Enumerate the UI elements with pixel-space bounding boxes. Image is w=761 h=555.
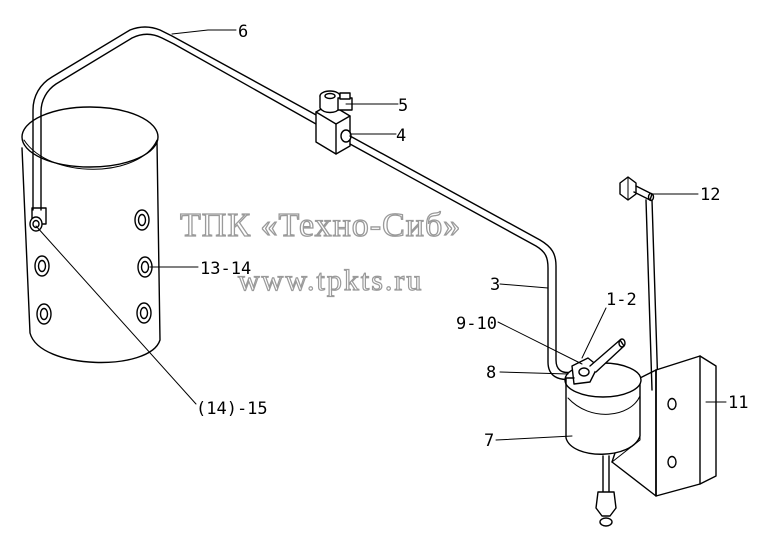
callout-8: 8 [486, 363, 496, 383]
valve-assembly [315, 90, 353, 155]
tank-boss [36, 303, 52, 325]
tank-boss [134, 209, 150, 231]
leader-lines [35, 29, 727, 441]
tank-inlet-fitting [29, 207, 47, 232]
bolt-12 [619, 176, 655, 202]
tank-boss [136, 302, 152, 324]
callout-7: 7 [484, 431, 494, 451]
callout-5: 5 [398, 96, 408, 116]
callout-9-10: 9-10 [456, 314, 497, 334]
callout-13-14: 13-14 [200, 259, 251, 279]
callout-11: 11 [728, 393, 748, 413]
callout-4: 4 [396, 126, 406, 146]
air-tank [21, 106, 161, 364]
watermark: ТПК «Техно-Сиб» www.tpkts.ru [179, 206, 461, 297]
tank-boss [34, 255, 50, 277]
dryer-7 [564, 362, 642, 527]
callout-labels: 6 5 4 12 13-14 3 1-2 9-10 8 11 7 (14)-15 [196, 22, 748, 451]
pipe-3 [349, 135, 573, 381]
callout-12: 12 [700, 185, 720, 205]
dryer-inlet-fittings [565, 338, 626, 385]
watermark-company: ТПК «Техно-Сиб» [180, 207, 461, 244]
callout-14-15: (14)-15 [196, 399, 268, 419]
callout-6: 6 [238, 22, 248, 42]
watermark-url: www.tpkts.ru [238, 264, 423, 297]
pipe-6 [32, 26, 319, 211]
callout-3: 3 [490, 275, 500, 295]
callout-1-2: 1-2 [606, 290, 637, 310]
